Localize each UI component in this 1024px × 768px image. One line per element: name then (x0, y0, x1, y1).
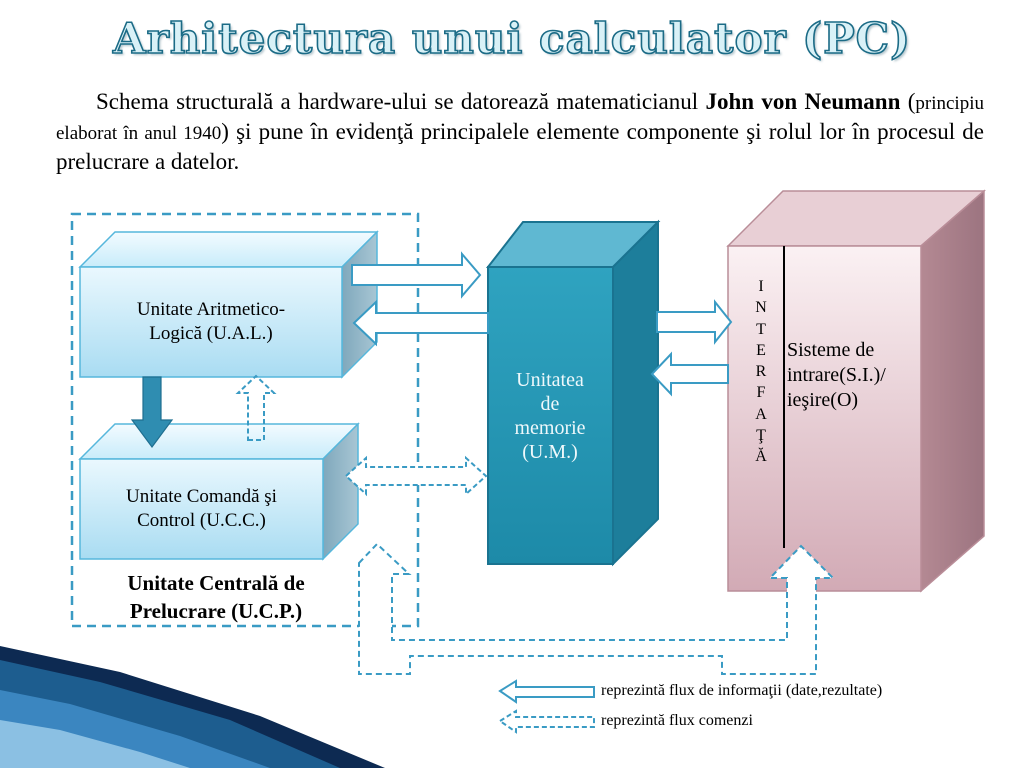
intro-text-part1: Schema structurală a hardware-ului se da… (96, 89, 706, 114)
intro-paragraph: Schema structurală a hardware-ului se da… (56, 88, 984, 176)
legend-command-flow-label: reprezintă flux comenzi (601, 712, 753, 729)
memory-label: Unitatea de memorie (U.M.) (490, 368, 610, 464)
ucc-label-line1: Unitate Comandă şi (126, 486, 277, 507)
ucp-label-line1: Unitate Centrală de (127, 571, 305, 595)
io-label-line2: intrare(S.I.)/ (787, 364, 886, 386)
intro-text-part3: ) şi pune în evidenţă principalele eleme… (56, 119, 984, 174)
memory-box (485, 219, 661, 567)
legend-data-flow-arrow (498, 679, 595, 704)
interfata-vertical-label: I N T E R F A Ţ Ă (745, 276, 777, 468)
ucc-label: Unitate Comandă şi Control (U.C.C.) (80, 459, 323, 559)
ucc-label-line2: Control (U.C.C.) (137, 510, 266, 531)
memory-label-line2: de (540, 393, 560, 415)
page-title: Arhitectura unui calculator (PC) (112, 13, 911, 64)
interfata-letter: E (756, 341, 766, 359)
io-box (726, 189, 986, 593)
io-to-memory-arrow (650, 351, 729, 397)
memory-label-line1: Unitatea (516, 369, 584, 391)
io-label-line3: ieşire(O) (787, 389, 859, 411)
ual-label-line2: Logică (U.A.L.) (149, 323, 273, 344)
intro-bold-name: John von Neumann (705, 89, 901, 114)
intro-small-note: principiu elaborat în anul 1940 (56, 93, 984, 144)
command-flow-loop-arrow (358, 542, 836, 675)
interfata-letter: I (758, 278, 764, 295)
memory-label-line4: (U.M.) (522, 441, 578, 463)
interfata-letter: F (756, 384, 766, 402)
ucp-dashed-border (70, 212, 420, 628)
ucc-to-ual-command-arrow (235, 374, 277, 441)
interfata-letter: Ă (755, 448, 767, 466)
ucc-box (78, 422, 360, 561)
memory-to-ual-arrow (352, 299, 489, 347)
ual-label: Unitate Aritmetico- Logică (U.A.L.) (80, 267, 342, 377)
ucc-memory-command-arrow (344, 455, 488, 497)
interfata-letter: A (755, 405, 767, 423)
io-systems-label: Sisteme de intrare(S.I.)/ ieşire(O) (787, 338, 927, 413)
legend-command-flow-arrow (498, 709, 595, 734)
memory-label-line3: memorie (514, 417, 586, 439)
corner-swoosh-decoration (0, 646, 385, 768)
io-label-line1: Sisteme de (787, 339, 875, 361)
intro-text-part2: ( (900, 89, 916, 114)
ual-label-line1: Unitate Aritmetico- (136, 299, 286, 320)
interfata-letter: Ţ (756, 427, 766, 445)
ucp-label-line2: Prelucrare (U.C.P.) (129, 599, 303, 623)
memory-to-io-arrow (656, 299, 733, 345)
ucp-label: Unitate Centrală de Prelucrare (U.C.P.) (80, 569, 352, 625)
interfata-letter: N (755, 299, 767, 317)
legend-data-flow-label: reprezintă flux de informaţii (date,rezu… (601, 682, 883, 699)
ual-to-memory-arrow (351, 251, 482, 299)
ual-to-ucc-arrow (130, 376, 174, 449)
interfata-letter: T (756, 320, 766, 338)
interfata-letter: R (755, 363, 767, 381)
